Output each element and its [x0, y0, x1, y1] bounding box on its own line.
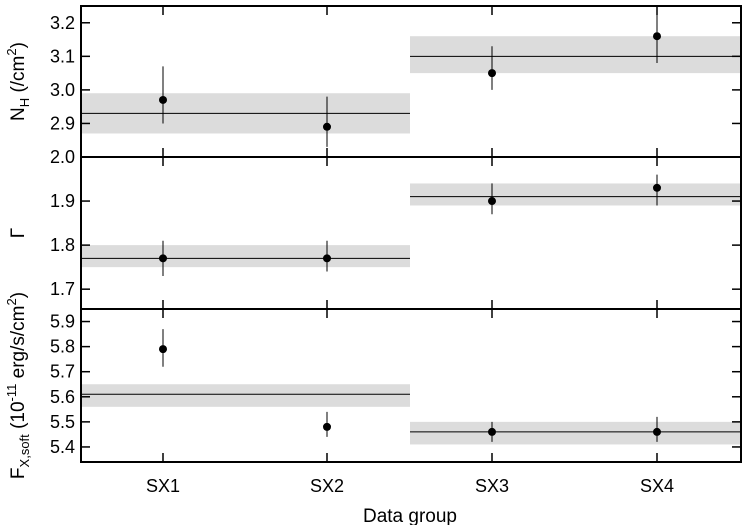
panels: 2.9 3.0 3.1 3.2 2.0 NH (/cm2) 1.7 1.8 1.9Γ 5.4 5.5…: [4, 5, 742, 496]
y-axis-label-top: NH (/cm2): [4, 42, 32, 121]
panel-bottom: 5.4 5.5 5.6 5.7 5.8 5.9 FX,soft (10-11 erg/s/c…: [4, 292, 742, 479]
band-bottom-1: [410, 421, 741, 445]
data-point-top-SX3: [488, 69, 496, 78]
data-point-top-SX2: [323, 122, 331, 131]
data-point-top-SX4: [653, 32, 661, 41]
panel-frame-middle: [80, 156, 742, 310]
y-tick-label-middle-2: 1.9: [50, 191, 75, 211]
y-tick-label-bottom-1: 5.5: [50, 412, 75, 432]
band-bottom-0: [81, 384, 410, 407]
y-tick-label-middle-1: 1.8: [50, 235, 75, 255]
y-tick-label-top-boundary: 2.0: [50, 147, 75, 167]
data-point-bottom-SX1: [159, 345, 167, 354]
panel-frame-bottom: [80, 308, 742, 463]
data-point-middle-SX4: [653, 183, 661, 192]
x-tick-label-SX2: SX2: [310, 476, 344, 496]
y-tick-label-bottom-5: 5.9: [50, 312, 75, 332]
panel-top: 2.9 3.0 3.1 3.2 2.0 NH (/cm2): [4, 5, 742, 167]
data-point-bottom-SX4: [653, 427, 661, 436]
x-tick-label-SX4: SX4: [640, 476, 674, 496]
x-tick-label-SX1: SX1: [146, 476, 180, 496]
data-point-middle-SX3: [488, 197, 496, 206]
band-top-1: [410, 36, 741, 74]
band-middle-1: [410, 183, 741, 206]
data-point-middle-SX1: [159, 254, 167, 263]
y-tick-label-bottom-2: 5.6: [50, 387, 75, 407]
y-tick-label-bottom-0: 5.4: [50, 437, 75, 457]
y-axis-label-middle: Γ: [8, 228, 29, 238]
band-middle-0: [81, 245, 410, 268]
x-tick-label-SX3: SX3: [475, 476, 509, 496]
y-tick-label-top-2: 3.1: [50, 46, 75, 66]
data-point-top-SX1: [159, 95, 167, 104]
y-axis-label-bottom: FX,soft (10-11 erg/s/cm2): [4, 292, 32, 479]
y-tick-label-bottom-3: 5.7: [50, 362, 75, 382]
panel-middle: 1.7 1.8 1.9Γ: [8, 156, 742, 310]
y-tick-label-bottom-4: 5.8: [50, 337, 75, 357]
data-point-middle-SX2: [323, 254, 331, 263]
y-tick-label-middle-0: 1.7: [50, 279, 75, 299]
panel-frame-top: [80, 5, 742, 158]
y-tick-label-top-0: 2.9: [50, 113, 75, 133]
x-axis-label: Data group: [363, 506, 457, 525]
data-point-bottom-SX3: [488, 427, 496, 436]
data-point-bottom-SX2: [323, 422, 331, 431]
y-tick-label-top-1: 3.0: [50, 80, 75, 100]
y-tick-label-top-3: 3.2: [50, 13, 75, 33]
